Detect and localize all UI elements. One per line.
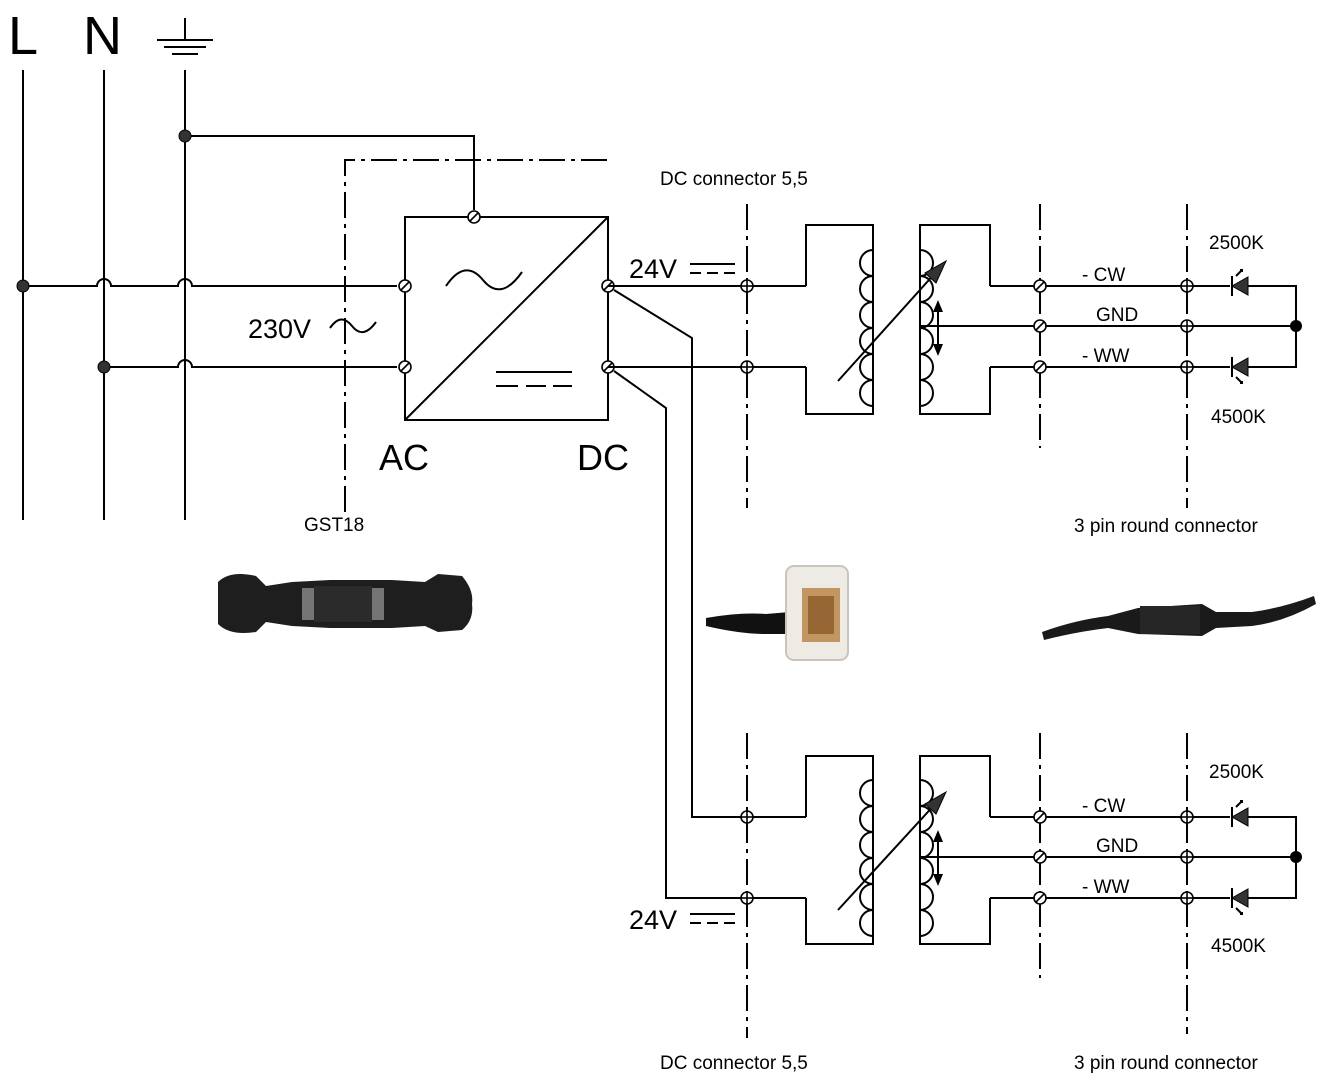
plug-pin (1180, 360, 1194, 374)
dc-voltage-label: 24V (629, 905, 677, 935)
dc-symbol-icon (690, 913, 735, 924)
dc-connector-label: DC connector 5,5 (660, 1053, 808, 1074)
junction-dot (16, 279, 30, 293)
plug-pin (1180, 319, 1194, 333)
neutral-label: N (83, 6, 122, 66)
earth-feed-wire (185, 135, 475, 210)
dc-connector-label: DC connector 5,5 (660, 169, 808, 190)
mains-voltage-label: 230V (248, 314, 311, 344)
round-connector-label: 3 pin round connector (1074, 516, 1258, 537)
led-bottom-temp-label: 4500K (1211, 407, 1266, 428)
line-label: L (8, 6, 38, 66)
supply-bus: L N (8, 6, 213, 520)
cw-wire-label: - CW (1082, 265, 1125, 286)
ww-wire-label: - WW (1082, 877, 1130, 898)
plug-pin (740, 360, 754, 374)
led-cw-icon (1230, 800, 1249, 827)
cw-wire-label: - CW (1082, 796, 1125, 817)
neutral-feed-wire (104, 359, 397, 368)
junction-dot (1290, 320, 1302, 332)
plug-pin (1180, 279, 1194, 293)
psu-converter: AC DC (379, 210, 629, 478)
terminal-screw (467, 210, 481, 224)
plug-pin (740, 891, 754, 905)
gnd-wire-label: GND (1096, 305, 1138, 326)
led-bottom-temp-label: 4500K (1211, 936, 1266, 957)
mains-wiring: 230V (16, 129, 475, 374)
gnd-wire-label: GND (1096, 836, 1138, 857)
cct-dimmer-module (805, 224, 991, 415)
terminal-screw (398, 279, 412, 293)
plug-pin (740, 810, 754, 824)
branch-bottom: 24V DC connector 5,5 3 pin round connect… (629, 733, 1302, 1074)
dc-symbol-icon (496, 371, 572, 387)
led-cw-icon (1230, 269, 1249, 296)
gst18-boundary: GST18 (304, 159, 607, 536)
ac-symbol-icon (445, 269, 523, 291)
dc-label: DC (577, 437, 629, 478)
plug-pin (740, 279, 754, 293)
ww-wire-label: - WW (1082, 346, 1130, 367)
plug-pin (1180, 891, 1194, 905)
junction-dot (1290, 851, 1302, 863)
led-ww-icon (1230, 888, 1249, 915)
earth-icon (157, 18, 213, 55)
terminal-screw (1033, 891, 1047, 905)
terminal-screw (1033, 279, 1047, 293)
led-top-temp-label: 2500K (1209, 233, 1264, 254)
gst18-label: GST18 (304, 515, 364, 536)
round-connector-image (1042, 596, 1316, 640)
plug-pin (1180, 850, 1194, 864)
round-connector-label: 3 pin round connector (1074, 1053, 1258, 1074)
terminal-screw (1033, 360, 1047, 374)
junction-dot (97, 360, 111, 374)
line-feed-wire (23, 278, 397, 287)
junction-dot (178, 129, 192, 143)
plug-pin (1180, 810, 1194, 824)
terminal-screw (398, 360, 412, 374)
ac-tilde-icon (329, 318, 377, 333)
ac-label: AC (379, 437, 429, 478)
led-ww-icon (1230, 357, 1249, 384)
branch-top: DC connector 5,5 24V 3 pin round connect… (608, 169, 1302, 537)
dc-voltage-label: 24V (629, 254, 677, 284)
cct-dimmer-module (805, 755, 991, 945)
terminal-screw (1033, 810, 1047, 824)
led-top-temp-label: 2500K (1209, 762, 1264, 783)
dc-symbol-icon (690, 263, 735, 274)
terminal-screw (1033, 319, 1047, 333)
dc-plug-image (706, 565, 849, 661)
gst18-connector-image (218, 574, 473, 633)
terminal-screw (1033, 850, 1047, 864)
branch-split-wiring (613, 289, 741, 899)
